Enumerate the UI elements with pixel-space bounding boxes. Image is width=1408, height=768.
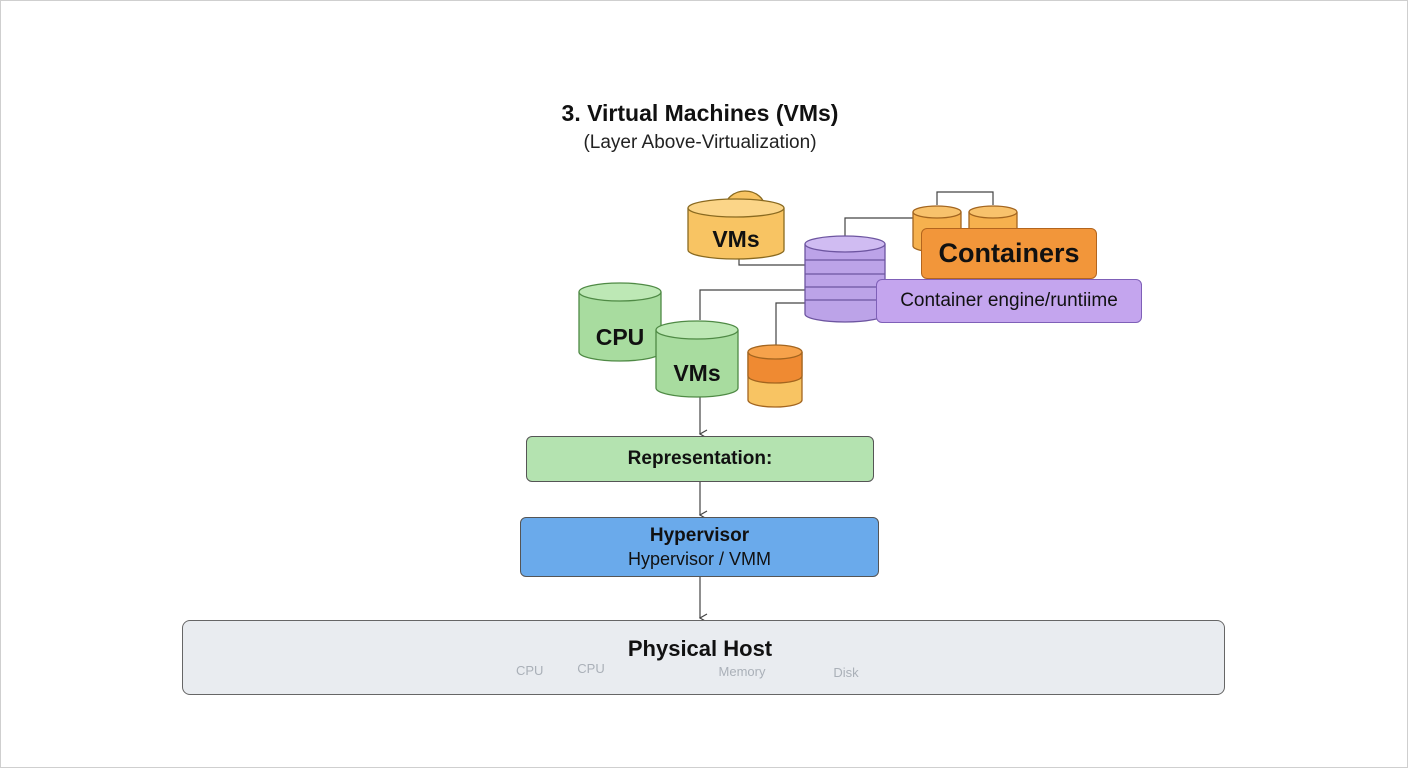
cpu-label: CPU: [595, 324, 645, 350]
vms-middle-cylinder: [655, 320, 739, 398]
physical-host-label: Physical Host: [627, 636, 773, 661]
physical-host-box: [182, 620, 1225, 695]
containers-box: Containers: [921, 228, 1097, 279]
representation-box: Representation:: [526, 436, 874, 482]
hypervisor-title: Hypervisor: [649, 524, 750, 546]
host-disk-label: Disk: [833, 665, 859, 680]
vms-middle-label: VMs: [673, 360, 721, 386]
diagram-title: 3. Virtual Machines (VMs): [561, 100, 839, 126]
container-engine-label: Container engine/runtiime: [900, 290, 1118, 311]
containers-label: Containers: [938, 238, 1080, 268]
storage-cylinder: [747, 344, 803, 408]
container-engine-box: Container engine/runtiime: [876, 279, 1142, 323]
database-stack: [804, 235, 886, 323]
vms-top-label: VMs: [712, 226, 760, 252]
hypervisor-subtitle: Hypervisor / VMM: [627, 548, 771, 569]
vms-top-cylinder: [687, 190, 785, 260]
representation-label: Representation:: [627, 448, 773, 469]
hypervisor-box: Hypervisor Hypervisor / VMM: [520, 517, 879, 577]
diagram-subtitle: (Layer Above-Virtualization): [583, 132, 817, 153]
host-cpu-card-label: CPU: [577, 661, 605, 676]
host-cpu-chip-label: CPU: [516, 663, 544, 678]
host-memory-label: Memory: [718, 664, 766, 679]
